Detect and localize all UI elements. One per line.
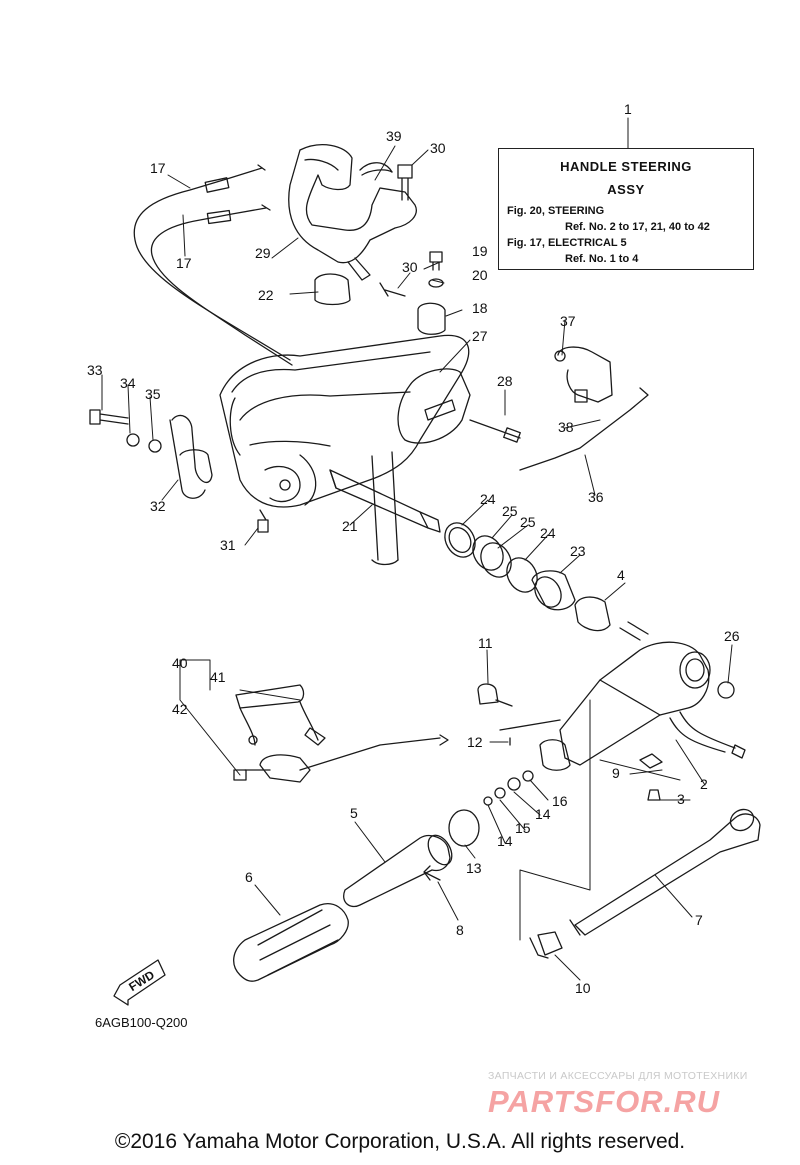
callout-37: 37 [560, 313, 576, 329]
bushings-drawing [444, 522, 611, 632]
callout-21: 21 [342, 518, 358, 534]
callout-6: 6 [245, 869, 253, 885]
callout-7: 7 [695, 912, 703, 928]
copyright-notice: ©2016 Yamaha Motor Corporation, U.S.A. A… [114, 1130, 686, 1153]
callout-3: 3 [677, 791, 685, 807]
callout-13: 13 [466, 860, 482, 876]
callout-19: 19 [472, 243, 488, 259]
ref-box-title: HANDLE STEERING [560, 159, 692, 174]
stop-switch-drawing [233, 684, 449, 783]
callout-8: 8 [456, 922, 464, 938]
callout-14b: 14 [497, 833, 513, 849]
ref-line-3: Fig. 17, ELECTRICAL 5 [507, 237, 627, 249]
watermark-tagline: ЗАПЧАСТИ И АКСЕССУАРЫ ДЛЯ МОТОТЕХНИКИ [488, 1070, 748, 1082]
callout-15: 15 [515, 820, 531, 836]
left-bracket-drawing [89, 409, 269, 533]
callout-20: 20 [472, 267, 488, 283]
callout-25a: 25 [502, 503, 518, 519]
callout-23: 23 [570, 543, 586, 559]
callout-41: 41 [210, 669, 226, 685]
callout-35: 35 [145, 386, 161, 402]
cover-drawing [397, 368, 521, 444]
callout-16: 16 [552, 793, 568, 809]
reference-box: HANDLE STEERING ASSY Fig. 20, STEERING R… [498, 148, 754, 270]
callout-1: 1 [624, 101, 632, 117]
callout-24b: 24 [540, 525, 556, 541]
callout-labels: 1 2 3 4 5 6 7 8 9 10 11 12 13 14 14 15 1… [87, 101, 740, 996]
steering-shaft-drawing [329, 469, 441, 533]
diagram-code: 6AGB100-Q200 [95, 1015, 188, 1030]
callout-14a: 14 [535, 806, 551, 822]
callout-10: 10 [575, 980, 591, 996]
callout-9: 9 [612, 765, 620, 781]
callout-40: 40 [172, 655, 188, 671]
leader-lines [101, 117, 733, 981]
callout-24a: 24 [480, 491, 496, 507]
ref-box-subtitle: ASSY [607, 182, 645, 197]
callout-31: 31 [220, 537, 236, 553]
callout-32: 32 [150, 498, 166, 514]
forward-arrow-shape [113, 959, 166, 1006]
control-cables-drawing [133, 164, 293, 366]
handle-bracket-drawing [288, 144, 417, 281]
callout-26: 26 [724, 628, 740, 644]
ref-line-4: Ref. No. 1 to 4 [565, 253, 639, 265]
callout-38: 38 [558, 419, 574, 435]
tiller-handle-drawing [499, 621, 746, 771]
callout-11: 11 [478, 635, 493, 651]
callout-22: 22 [258, 287, 274, 303]
callout-36: 36 [588, 489, 604, 505]
callout-2: 2 [700, 776, 708, 792]
callout-28: 28 [497, 373, 513, 389]
link-rod-drawing [519, 346, 649, 471]
watermark-logo: PARTSFOR.RU [488, 1084, 721, 1119]
callout-30b: 30 [402, 259, 418, 275]
throttle-grip-drawing [233, 808, 761, 982]
callout-17a: 17 [150, 160, 166, 176]
callout-25b: 25 [520, 514, 536, 530]
callout-33: 33 [87, 362, 103, 378]
callout-30a: 30 [430, 140, 446, 156]
callout-29: 29 [255, 245, 271, 261]
bracket-assembly-drawing [219, 334, 470, 566]
handle-fasteners-drawing [423, 683, 663, 881]
callout-17b: 17 [176, 255, 192, 271]
callout-4: 4 [617, 567, 625, 583]
callout-5: 5 [350, 805, 358, 821]
callout-39: 39 [386, 128, 402, 144]
callout-12: 12 [467, 734, 483, 750]
callout-42: 42 [172, 701, 188, 717]
ref-line-1: Fig. 20, STEERING [507, 205, 605, 217]
callout-27: 27 [472, 328, 488, 344]
ref-line-2: Ref. No. 2 to 17, 21, 40 to 42 [565, 221, 710, 233]
callout-34: 34 [120, 375, 136, 391]
callout-18: 18 [472, 300, 488, 316]
